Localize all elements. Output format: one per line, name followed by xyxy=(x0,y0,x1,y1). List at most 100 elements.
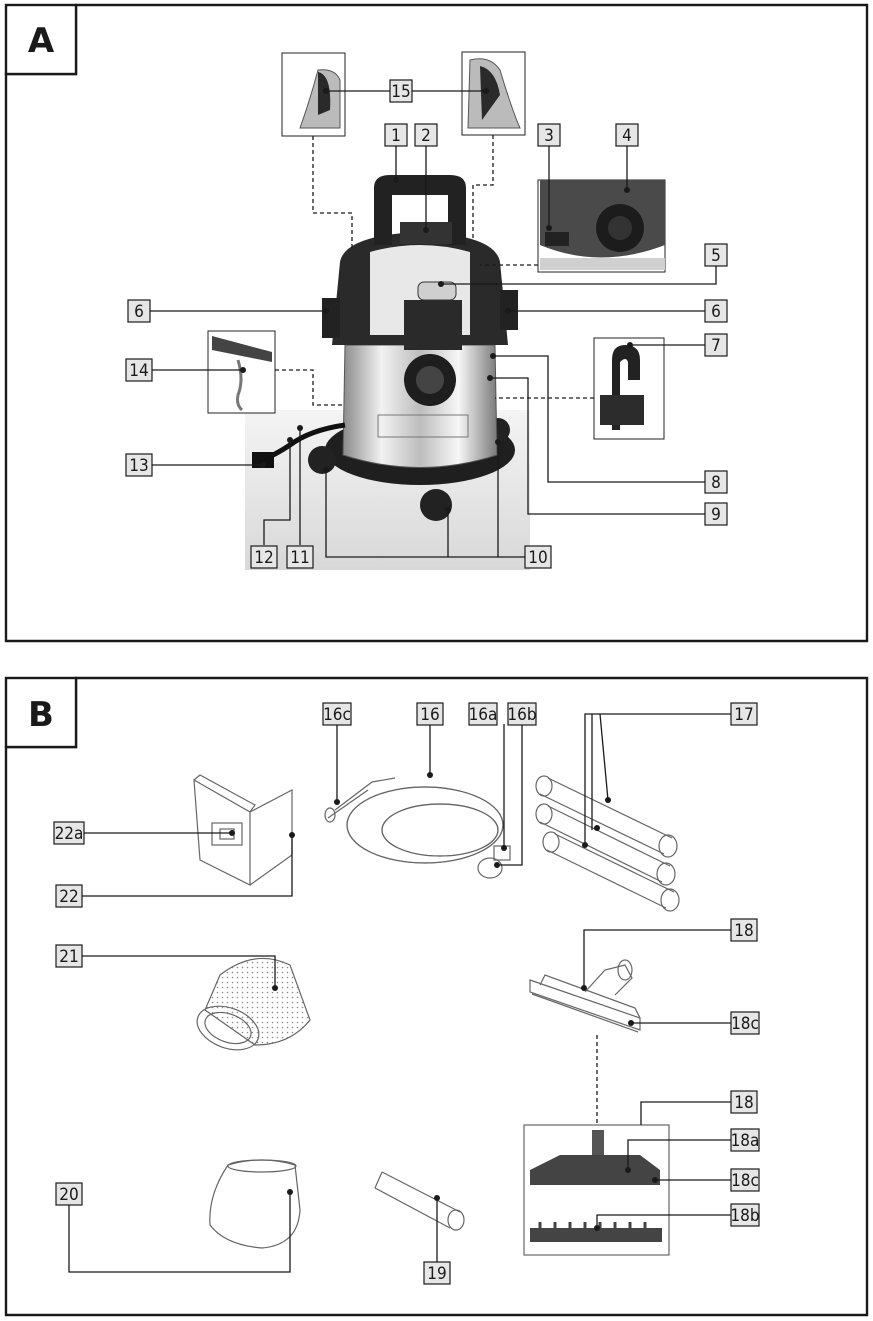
svg-text:16a: 16a xyxy=(469,705,498,725)
callout-6-left: 6 xyxy=(127,299,151,323)
on-off-switch xyxy=(417,281,457,301)
carry-handle xyxy=(374,175,466,245)
callout-14: 14 xyxy=(125,358,153,382)
svg-text:7: 7 xyxy=(711,336,721,356)
svg-text:17: 17 xyxy=(734,705,753,725)
dash-14 xyxy=(275,369,345,406)
svg-text:4: 4 xyxy=(622,126,632,146)
callout-20: 20 xyxy=(55,1182,83,1206)
callout-21: 21 xyxy=(55,944,83,968)
dash-15-left xyxy=(312,136,353,250)
suction-port-inner xyxy=(416,366,444,394)
svg-text:18c: 18c xyxy=(731,1171,759,1191)
callout-18c-top: 18c xyxy=(730,1011,760,1035)
svg-text:5: 5 xyxy=(711,246,721,266)
svg-text:22: 22 xyxy=(59,887,78,907)
callout-2: 2 xyxy=(414,123,438,147)
panel-a: A xyxy=(4,3,869,643)
svg-text:16: 16 xyxy=(420,705,439,725)
callout-9: 9 xyxy=(704,502,728,526)
extension-tubes-drawing xyxy=(535,775,680,912)
svg-text:18b: 18b xyxy=(730,1206,759,1226)
callout-18a: 18a xyxy=(730,1128,760,1152)
clip-left xyxy=(322,298,340,338)
svg-text:18: 18 xyxy=(734,921,753,941)
svg-text:6: 6 xyxy=(711,302,721,322)
svg-text:9: 9 xyxy=(711,505,721,525)
svg-text:16c: 16c xyxy=(323,705,351,725)
panel-a-tab xyxy=(4,3,78,76)
callout-19: 19 xyxy=(423,1261,451,1285)
callout-3: 3 xyxy=(537,123,561,147)
floor-tool-drawing xyxy=(530,1130,660,1185)
callout-16: 16 xyxy=(416,702,444,726)
callout-10: 10 xyxy=(524,545,552,569)
head-centre xyxy=(404,300,462,350)
callout-18-top: 18 xyxy=(730,918,758,942)
svg-text:12: 12 xyxy=(254,548,273,568)
callout-22a: 22a xyxy=(53,821,85,845)
svg-text:2: 2 xyxy=(421,126,431,146)
svg-text:1: 1 xyxy=(391,126,401,146)
svg-text:18a: 18a xyxy=(731,1131,760,1151)
svg-text:21: 21 xyxy=(59,947,78,967)
cartridge-filter-drawing xyxy=(196,957,311,1051)
callout-13: 13 xyxy=(125,453,153,477)
panel-b-callouts: 16c 16 16a 16b 17 22a 22 21 18 18c 18 18… xyxy=(53,702,760,1285)
svg-text:16b: 16b xyxy=(507,705,536,725)
svg-text:18c: 18c xyxy=(731,1014,759,1034)
inset-7 xyxy=(593,337,665,440)
callout-16c: 16c xyxy=(322,702,352,726)
mains-plug xyxy=(252,452,274,468)
floor-nozzle-drawing xyxy=(529,959,641,1033)
svg-text:20: 20 xyxy=(59,1185,78,1205)
callout-12: 12 xyxy=(250,545,278,569)
callout-11: 11 xyxy=(286,545,314,569)
svg-text:13: 13 xyxy=(129,456,148,476)
brand-plate xyxy=(377,414,469,438)
dash-15-right xyxy=(472,135,494,240)
panel-b-leaders xyxy=(68,713,731,1273)
callout-6-right: 6 xyxy=(704,299,728,323)
inset-15-left xyxy=(281,52,346,137)
crevice-nozzle-drawing xyxy=(374,1171,465,1231)
panel-a-letter: A xyxy=(28,21,55,61)
callout-4: 4 xyxy=(615,123,639,147)
dust-bag-drawing xyxy=(193,774,293,886)
nozzle-inset-box xyxy=(523,1124,670,1256)
svg-text:11: 11 xyxy=(290,548,309,568)
panel-a-callouts: 15 1 2 3 4 5 6 6 7 14 8 9 13 12 11 10 xyxy=(125,79,728,569)
hose-drawing xyxy=(324,777,511,879)
svg-text:8: 8 xyxy=(711,473,721,493)
callout-15: 15 xyxy=(389,79,413,103)
panel-b-tab xyxy=(4,676,78,749)
panel-b-letter: B xyxy=(28,695,54,735)
callout-7: 7 xyxy=(704,333,728,357)
callout-5: 5 xyxy=(704,243,728,267)
brush-strip-drawing xyxy=(530,1222,662,1242)
svg-text:18: 18 xyxy=(734,1093,753,1113)
callout-18b: 18b xyxy=(730,1203,760,1227)
callout-17: 17 xyxy=(730,702,758,726)
svg-text:3: 3 xyxy=(544,126,554,146)
svg-text:14: 14 xyxy=(129,361,148,381)
filter-bag-drawing xyxy=(209,1159,301,1249)
castor-wheel-front xyxy=(420,489,452,521)
callout-16b: 16b xyxy=(507,702,537,726)
callout-18-bottom: 18 xyxy=(730,1090,758,1114)
callout-8: 8 xyxy=(704,470,728,494)
callout-18c-bottom: 18c xyxy=(730,1168,760,1192)
inset-15-right xyxy=(461,51,526,136)
panel-b: B xyxy=(4,676,869,1317)
callout-16a: 16a xyxy=(468,702,498,726)
inset-3-4 xyxy=(537,179,666,273)
svg-text:6: 6 xyxy=(134,302,144,322)
callout-1: 1 xyxy=(384,123,408,147)
svg-text:22a: 22a xyxy=(55,824,84,844)
svg-text:10: 10 xyxy=(528,548,547,568)
castor-wheel-left xyxy=(308,446,336,474)
svg-text:19: 19 xyxy=(427,1264,446,1284)
callout-22: 22 xyxy=(55,884,83,908)
svg-text:15: 15 xyxy=(391,82,410,102)
